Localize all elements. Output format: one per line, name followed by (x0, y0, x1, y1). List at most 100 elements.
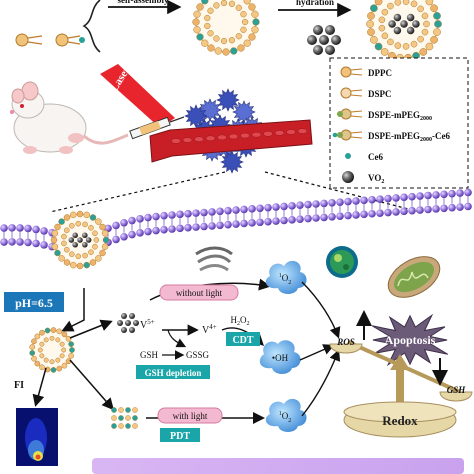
membrane-bead-outer (160, 211, 168, 220)
gsh-depletion-badge (136, 365, 210, 379)
ph-badge (4, 292, 64, 312)
lipid-head (367, 28, 375, 36)
vo2-particle (133, 320, 139, 326)
lipid-head (243, 39, 251, 47)
membrane-bead-inner (184, 223, 192, 232)
membrane-bead-outer (256, 204, 264, 213)
lipid-head (70, 261, 77, 269)
lipid-head (430, 4, 438, 13)
legend-item-dspe-mpeg-ce6: DSPE-mPEG2000-Ce6 (332, 129, 451, 143)
mouse-eye (20, 104, 24, 108)
lipid-head-inner (207, 30, 214, 37)
lipid-head-inner (69, 222, 75, 229)
lipid-head-inner (61, 240, 67, 247)
membrane-bead-inner (336, 212, 344, 220)
lipid-head (58, 255, 65, 262)
lipid-head-inner (213, 35, 220, 42)
legend-label: DPPC (368, 68, 392, 78)
lipid-head (50, 236, 58, 244)
membrane-bead-outer (208, 208, 216, 216)
membrane-bead-outer (432, 191, 440, 199)
gsh-pan (439, 391, 473, 402)
mouse-paw (59, 146, 73, 154)
ros-pan (329, 343, 363, 354)
vo2-particle (129, 327, 135, 333)
mouse-panel: Laser (10, 64, 313, 174)
lipid-molecules (15, 33, 85, 47)
lipid-head (196, 33, 204, 41)
membrane-bead-inner (360, 210, 368, 219)
membrane-bead-outer (360, 196, 368, 205)
lipid-head (83, 211, 90, 219)
lipid-head-inner (39, 353, 45, 359)
membrane-bead-inner (408, 206, 416, 215)
lipid-head (63, 259, 71, 266)
lipid-head (39, 364, 45, 371)
membrane-bead-inner (456, 203, 464, 211)
hydroxyl-cloud (259, 340, 301, 374)
membrane-bead-outer (392, 194, 400, 202)
lipid-head (63, 214, 71, 221)
membrane-bead-inner (280, 216, 288, 225)
lipid-head-inner (82, 252, 88, 259)
tumor-cell (184, 104, 208, 128)
membrane-bead-inner (120, 232, 128, 241)
membrane-bead-inner (320, 213, 328, 222)
cdt-badge (226, 332, 260, 346)
lipid-head-inner (228, 0, 236, 7)
lipid-head (89, 214, 97, 221)
lipid-head (56, 328, 63, 335)
lipid-head-inner (235, 33, 242, 40)
membrane-bead-outer (136, 215, 144, 223)
mouse-nose (10, 110, 14, 114)
lipid-head-inner (63, 227, 70, 234)
membrane-bead-outer (264, 203, 272, 212)
lipid-head-inner (228, 37, 236, 44)
lipid-head-inner (240, 26, 247, 33)
blood-vessel (149, 119, 313, 163)
lipid-head-inner (63, 246, 70, 253)
ce6-lipid (125, 415, 131, 421)
membrane-bead-outer (200, 208, 208, 217)
lipid-head (230, 47, 238, 55)
lipid-tail-icon (27, 35, 43, 45)
membrane-bead-inner (192, 223, 200, 231)
membrane-bead-outer (368, 195, 376, 204)
membrane-bead-inner (376, 209, 384, 217)
lipid-head-inner (93, 237, 100, 243)
empty-liposome (192, 0, 260, 56)
lipid-head-inner (387, 38, 394, 46)
vo2-particle (307, 35, 317, 45)
lipid-head-inner (75, 220, 82, 227)
lipid-head (76, 262, 84, 270)
lipid-head (31, 355, 37, 362)
lipid-head-inner (204, 22, 211, 30)
lipid-head (99, 249, 106, 257)
lipid-head-inner (378, 24, 386, 32)
lipid-head-inner (213, 2, 220, 9)
membrane-bead-outer (416, 192, 424, 200)
lipid-head-inner (61, 233, 67, 240)
lipid-head (54, 249, 61, 257)
lipid-head (196, 3, 204, 11)
laser-beam (100, 64, 175, 128)
lipid-head (193, 10, 201, 18)
lipid-head (214, 47, 222, 55)
membrane-bead-inner (240, 219, 248, 228)
vo2-particle (313, 45, 323, 55)
vo2-particle (121, 327, 127, 333)
lipid-head (61, 362, 68, 369)
lipid-head-inner (381, 8, 389, 16)
lipid-head (434, 20, 442, 28)
red-blood-cell (171, 138, 181, 144)
membrane-bead-inner (424, 205, 432, 214)
peg-icon (337, 132, 343, 138)
ce6-lipid (132, 407, 138, 413)
lipid-head-inner (88, 225, 94, 231)
membrane-bead-outer (464, 188, 472, 197)
membrane-bead-outer (280, 202, 288, 211)
hydration-label: hydration (296, 0, 334, 7)
legend-label: VO2 (368, 173, 384, 185)
membrane-bead-inner (200, 222, 208, 231)
membrane-bead-outer (312, 200, 320, 208)
